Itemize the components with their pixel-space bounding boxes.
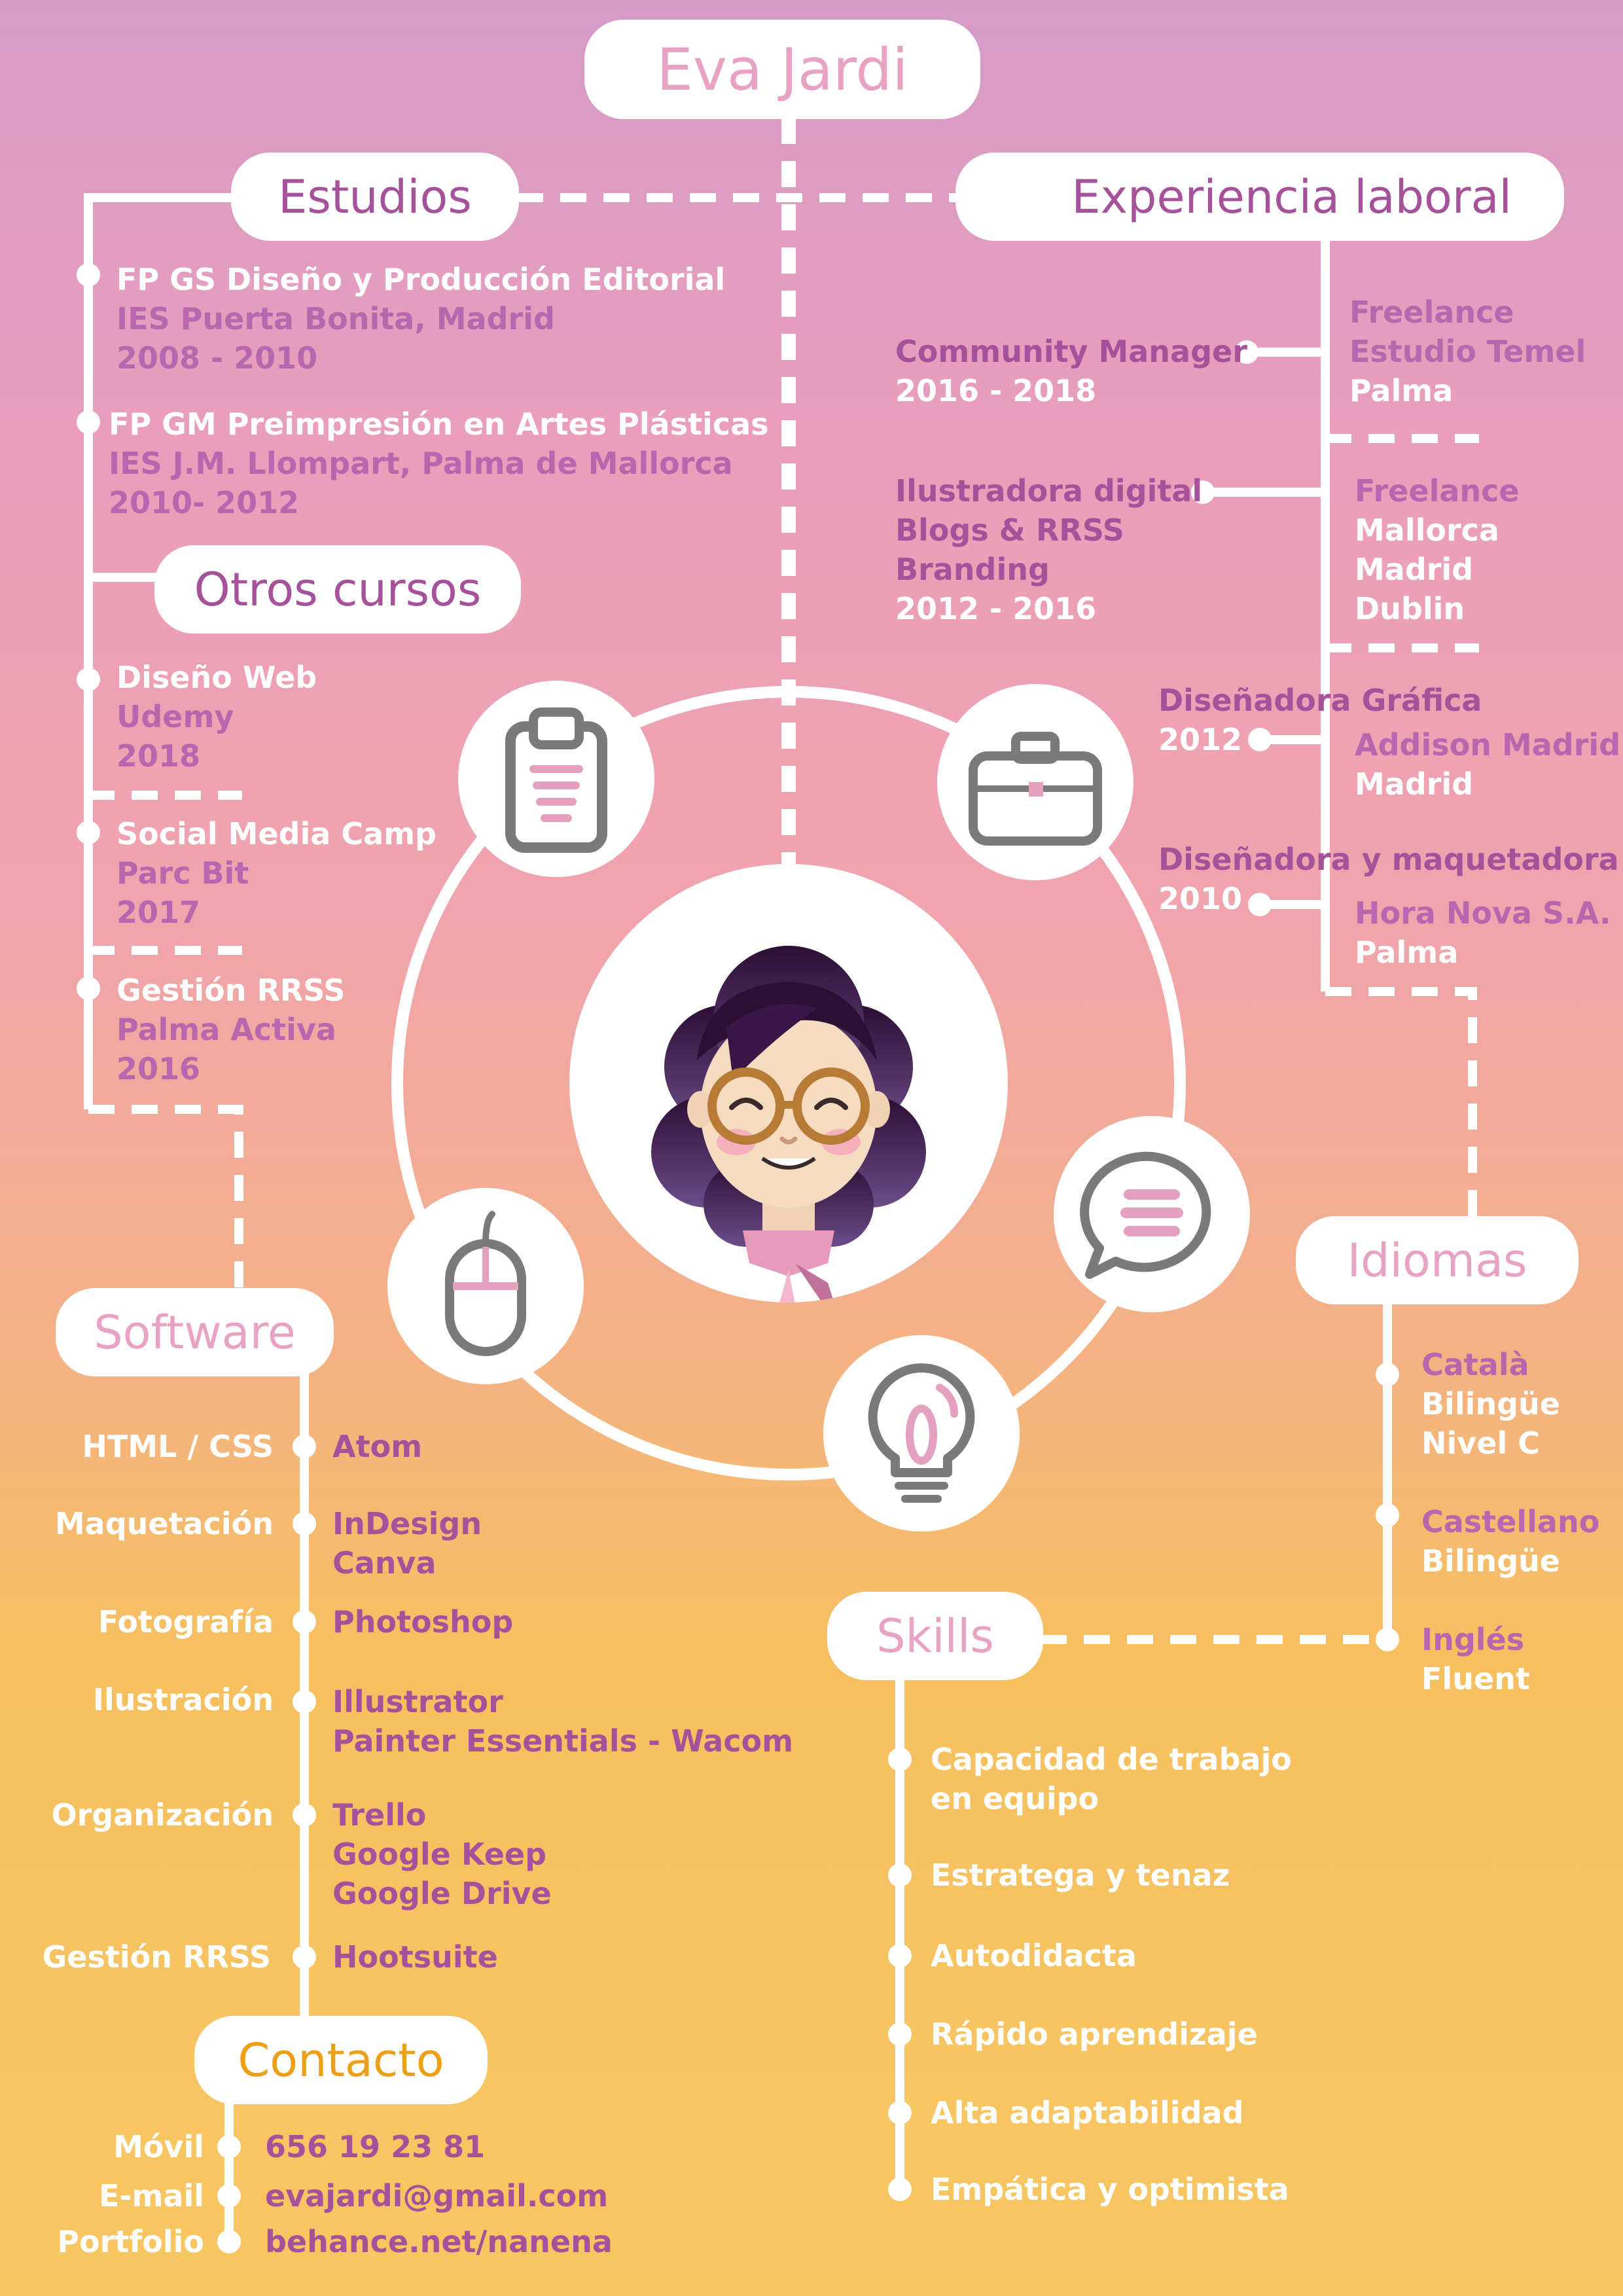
curso-2-year: 2017 <box>116 895 201 930</box>
avatar <box>569 864 1008 1302</box>
contact-email[interactable]: evajardi@gmail.com <box>265 2178 609 2214</box>
idioma-3-level: Fluent <box>1421 1661 1530 1696</box>
software-cat-4: Ilustración <box>92 1682 274 1717</box>
software-tool-2b: Canva <box>332 1545 437 1581</box>
curso-3-place: Palma Activa <box>116 1012 336 1047</box>
idioma-1-level-2: Nivel C <box>1421 1426 1540 1461</box>
exp-1-place: Palma <box>1349 373 1454 408</box>
software-tool-4b: Painter Essentials - Wacom <box>332 1723 794 1759</box>
exp-4-org: Hora Nova S.A. <box>1355 895 1611 931</box>
exp-1-years: 2016 - 2018 <box>895 373 1097 408</box>
exp-1-org-1: Freelance <box>1349 295 1514 330</box>
estudios-item-2-school: IES J.M. Llompart, Palma de Mallorca <box>109 446 733 481</box>
avatar-illustration <box>651 946 926 1302</box>
exp-4-role: Diseñadora y maquetadora <box>1158 842 1619 877</box>
name-title: Eva Jardi <box>656 35 908 103</box>
contact-portfolio[interactable]: behance.net/nanena <box>265 2224 613 2259</box>
contact-label-email: E-mail <box>98 2178 204 2214</box>
skill-5: Alta adaptabilidad <box>931 2095 1244 2130</box>
contact-phone[interactable]: 656 19 23 81 <box>265 2129 486 2164</box>
exp-1-org-2: Estudio Temel <box>1349 334 1586 369</box>
estudios-pill: Estudios <box>231 152 519 241</box>
software-pill: Software <box>56 1288 334 1376</box>
idiomas-pill: Idiomas <box>1296 1216 1578 1304</box>
skill-2: Estratega y tenaz <box>931 1857 1230 1893</box>
skill-4: Rápido aprendizaje <box>931 2017 1258 2052</box>
skill-1-line-2: en equipo <box>931 1781 1099 1816</box>
software-tool-3a: Photoshop <box>332 1604 514 1640</box>
name-pill: Eva Jardi <box>584 20 980 119</box>
contacto-title: Contacto <box>238 2033 444 2087</box>
contacto-pill: Contacto <box>194 2016 488 2104</box>
curso-1-title: Diseño Web <box>116 660 317 695</box>
estudios-item-2-title: FP GM Preimpresión en Artes Plásticas <box>109 406 769 442</box>
experiencia-pill: Experiencia laboral <box>955 152 1564 241</box>
curso-2-title: Social Media Camp <box>116 816 437 852</box>
exp-3-role: Diseñadora Gráfica <box>1158 683 1482 718</box>
exp-2-extra-2: Branding <box>895 552 1050 587</box>
skills-pill: Skills <box>827 1592 1043 1680</box>
exp-4-years: 2010 <box>1158 881 1243 916</box>
estudios-item-2-years: 2010- 2012 <box>109 485 300 520</box>
estudios-item-1-school: IES Puerta Bonita, Madrid <box>116 301 555 336</box>
software-cat-5: Organización <box>51 1797 274 1833</box>
exp-2-org: Freelance <box>1355 473 1520 509</box>
curso-2-place: Parc Bit <box>116 855 249 891</box>
exp-2-place-3: Dublin <box>1355 591 1465 626</box>
estudios-item-1-title: FP GS Diseño y Producción Editorial <box>116 262 726 297</box>
otros-cursos-title: Otros cursos <box>194 562 482 617</box>
software-tool-5b: Google Keep <box>332 1837 547 1872</box>
exp-2-role: Ilustradora digital <box>895 473 1203 509</box>
software-tool-5a: Trello <box>332 1797 427 1833</box>
software-tool-1a: Atom <box>332 1429 423 1464</box>
software-cat-3: Fotografía <box>98 1604 274 1640</box>
exp-2-place-1: Mallorca <box>1355 512 1499 548</box>
idioma-2-level: Bilingüe <box>1421 1543 1560 1579</box>
briefcase-icon <box>937 684 1133 880</box>
idioma-1-lang: Català <box>1421 1347 1529 1382</box>
idioma-1-level-1: Bilingüe <box>1421 1386 1560 1422</box>
exp-1-role: Community Manager <box>895 334 1247 369</box>
software-tool-6a: Hootsuite <box>332 1939 498 1975</box>
idiomas-title: Idiomas <box>1347 1233 1527 1287</box>
software-tool-4a: Illustrator <box>332 1684 503 1719</box>
exp-3-org: Addison Madrid <box>1355 727 1621 762</box>
estudios-title: Estudios <box>278 170 472 224</box>
curso-1-place: Udemy <box>116 699 234 734</box>
software-title: Software <box>94 1305 296 1359</box>
skill-1-line-1: Capacidad de trabajo <box>931 1742 1292 1777</box>
skill-6: Empática y optimista <box>931 2172 1289 2207</box>
estudios-item-1-years: 2008 - 2010 <box>116 340 318 376</box>
exp-2-years: 2012 - 2016 <box>895 591 1097 626</box>
software-cat-1: HTML / CSS <box>82 1429 274 1464</box>
lightbulb-icon <box>823 1335 1020 1532</box>
skills-title: Skills <box>876 1609 994 1663</box>
exp-3-years: 2012 <box>1158 722 1243 757</box>
curso-3-title: Gestión RRSS <box>116 973 346 1008</box>
idioma-3-lang: Inglés <box>1421 1622 1525 1657</box>
exp-2-place-2: Madrid <box>1355 552 1474 587</box>
skill-3: Autodidacta <box>931 1938 1137 1973</box>
curso-1-year: 2018 <box>116 738 201 774</box>
exp-2-extra-1: Blogs & RRSS <box>895 512 1124 548</box>
software-tool-2a: InDesign <box>332 1506 482 1541</box>
software-cat-6: Gestión RRSS <box>42 1939 272 1975</box>
experiencia-title: Experiencia laboral <box>1071 170 1512 224</box>
mouse-icon <box>387 1188 584 1384</box>
contact-label-phone: Móvil <box>113 2129 204 2164</box>
speech-bubble-icon <box>1054 1116 1250 1312</box>
clipboard-icon <box>458 681 654 877</box>
idioma-2-lang: Castellano <box>1421 1504 1600 1539</box>
software-tool-5c: Google Drive <box>332 1876 552 1911</box>
software-cat-2: Maquetación <box>54 1506 274 1541</box>
contact-label-portfolio: Portfolio <box>57 2224 204 2259</box>
curso-3-year: 2016 <box>116 1051 201 1086</box>
exp-3-place: Madrid <box>1355 766 1474 802</box>
exp-4-place: Palma <box>1355 935 1459 970</box>
otros-cursos-pill: Otros cursos <box>154 545 521 634</box>
